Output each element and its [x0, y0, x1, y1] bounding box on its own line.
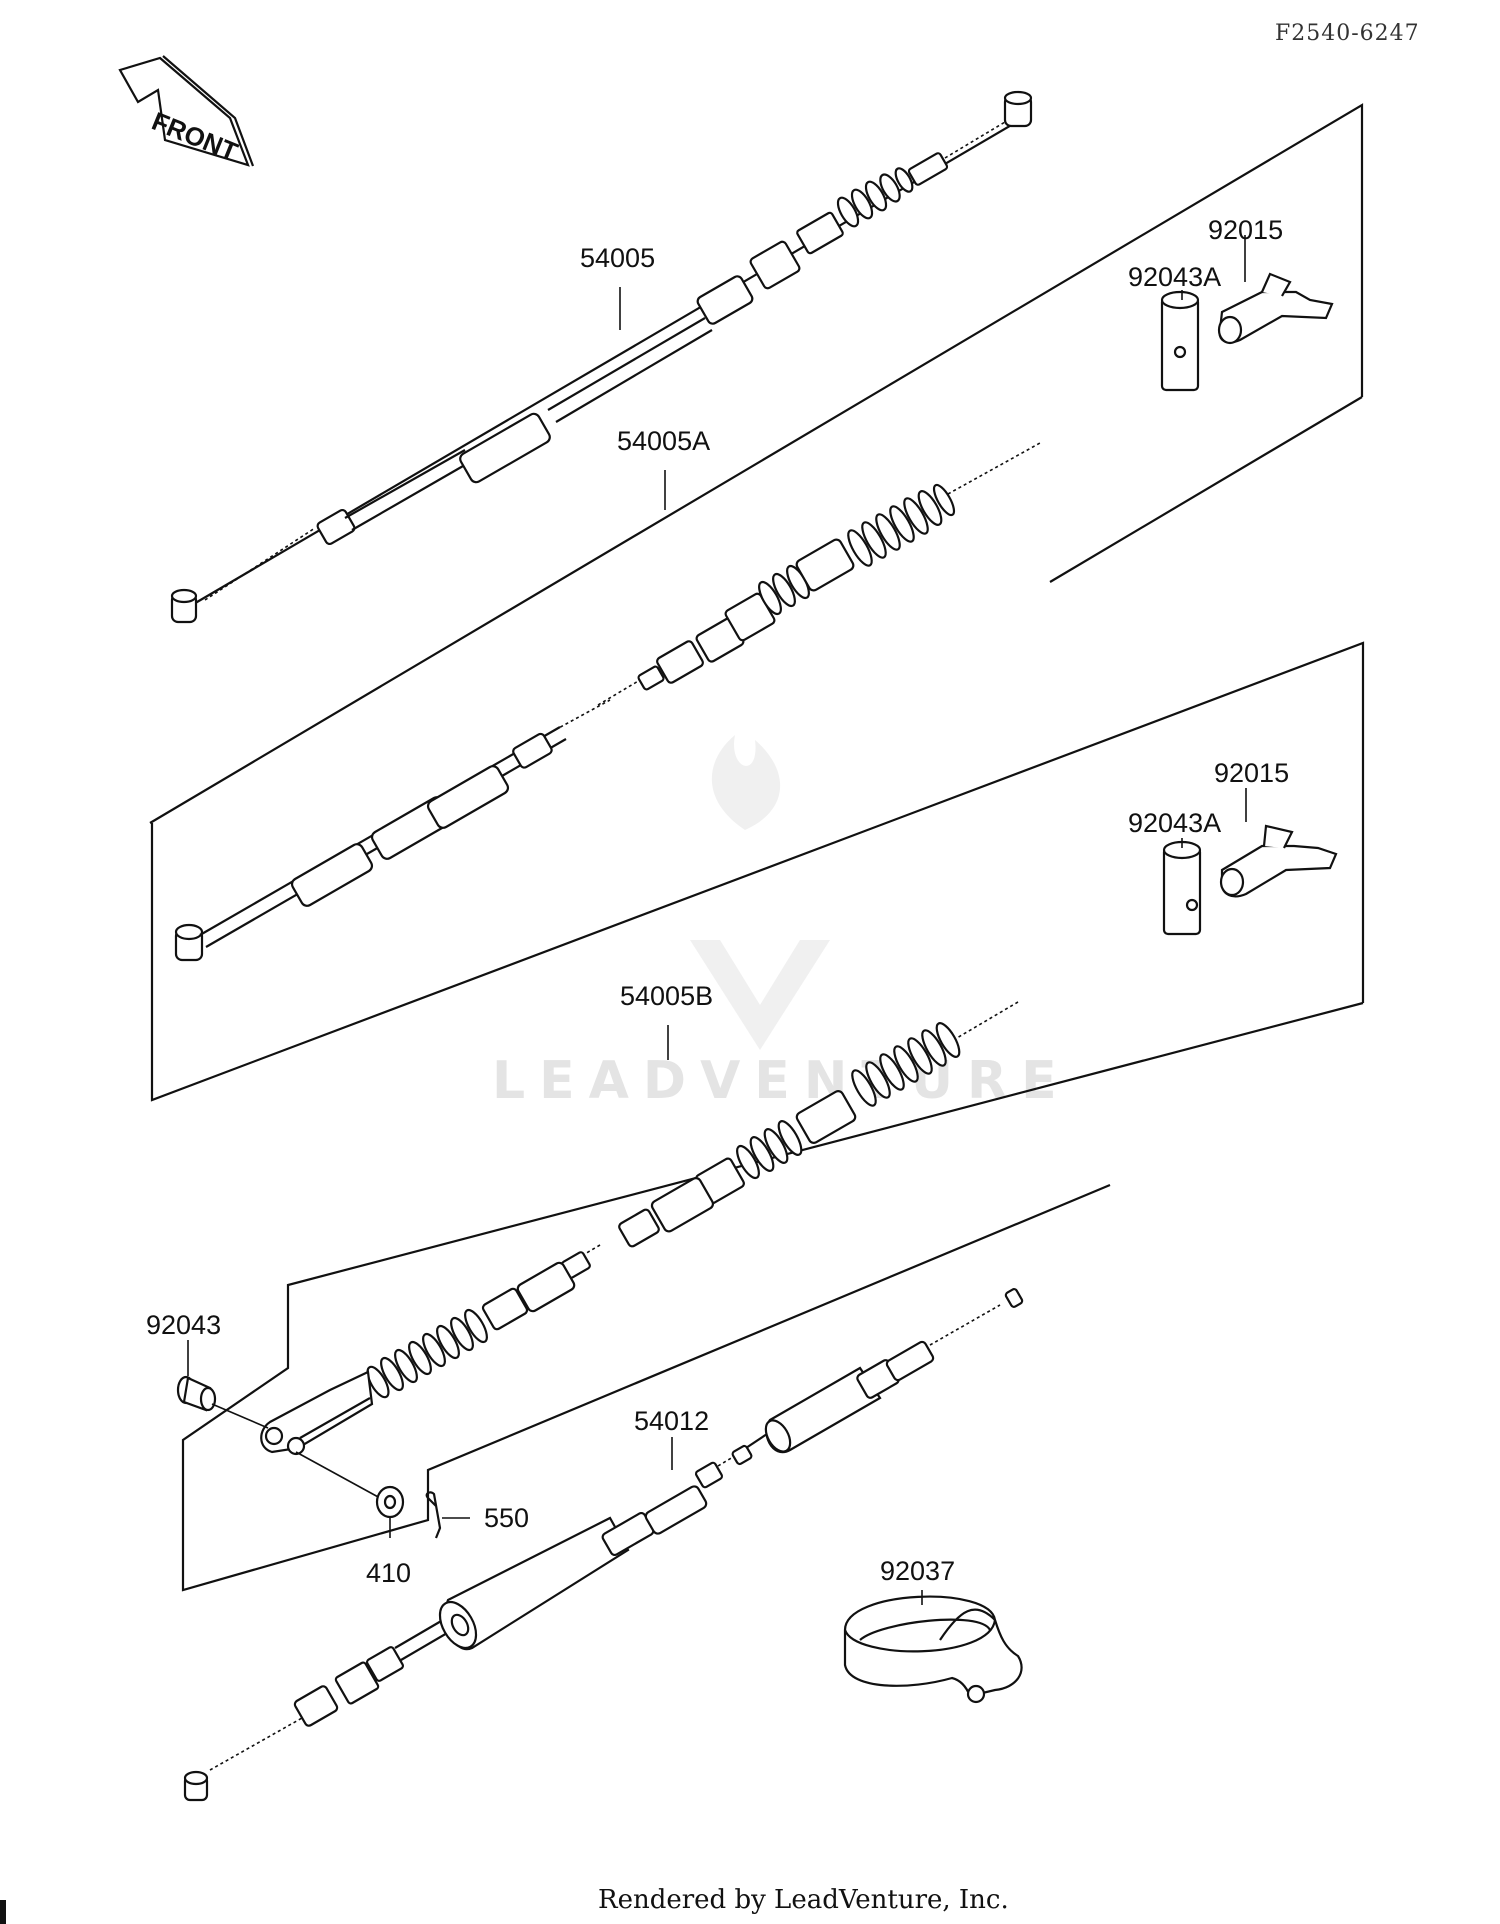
label-54012: 54012: [634, 1406, 709, 1436]
part-410-washer: [295, 1451, 405, 1519]
cable-54005: [170, 90, 1033, 624]
label-54005B: 54005B: [620, 981, 713, 1011]
diagram-code: F2540-6247: [1275, 21, 1420, 46]
label-92015-middle: 92015: [1214, 758, 1289, 788]
cable-54012: [183, 1288, 1024, 1802]
part-92043A-top: [1160, 290, 1200, 392]
label-92043A-middle: 92043A: [1128, 808, 1221, 838]
label-92037: 92037: [880, 1556, 955, 1586]
watermark-logo: [690, 735, 830, 1050]
cable-54005B: [260, 1001, 1019, 1456]
label-92015-top: 92015: [1208, 215, 1283, 245]
label-550: 550: [484, 1503, 529, 1533]
label-92043: 92043: [146, 1310, 221, 1340]
edge-mark: [0, 1900, 6, 1924]
panel-outline-top: [149, 103, 1364, 824]
part-92043A-middle: [1162, 840, 1202, 936]
label-54005: 54005: [580, 243, 655, 273]
part-92043-pin: [176, 1375, 269, 1429]
label-410: 410: [366, 1558, 411, 1588]
front-arrow-icon: FRONT: [118, 55, 255, 167]
part-92015-middle: [1219, 824, 1338, 898]
part-92015-top: [1217, 272, 1334, 345]
label-54005A: 54005A: [617, 426, 710, 456]
label-92043A-top: 92043A: [1128, 262, 1221, 292]
watermark-text: LEADVENTURE: [492, 1051, 1071, 1111]
panel-outline-middle: [150, 641, 1365, 1102]
part-92037-clamp: [843, 1595, 1023, 1704]
part-550-cotter-pin: [425, 1491, 442, 1539]
leader-lines: [187, 235, 1247, 1605]
credit-text: Rendered by LeadVenture, Inc.: [598, 1885, 1009, 1915]
panel-outline-bottom: [181, 1001, 1364, 1592]
cable-54005A: [174, 442, 1041, 962]
